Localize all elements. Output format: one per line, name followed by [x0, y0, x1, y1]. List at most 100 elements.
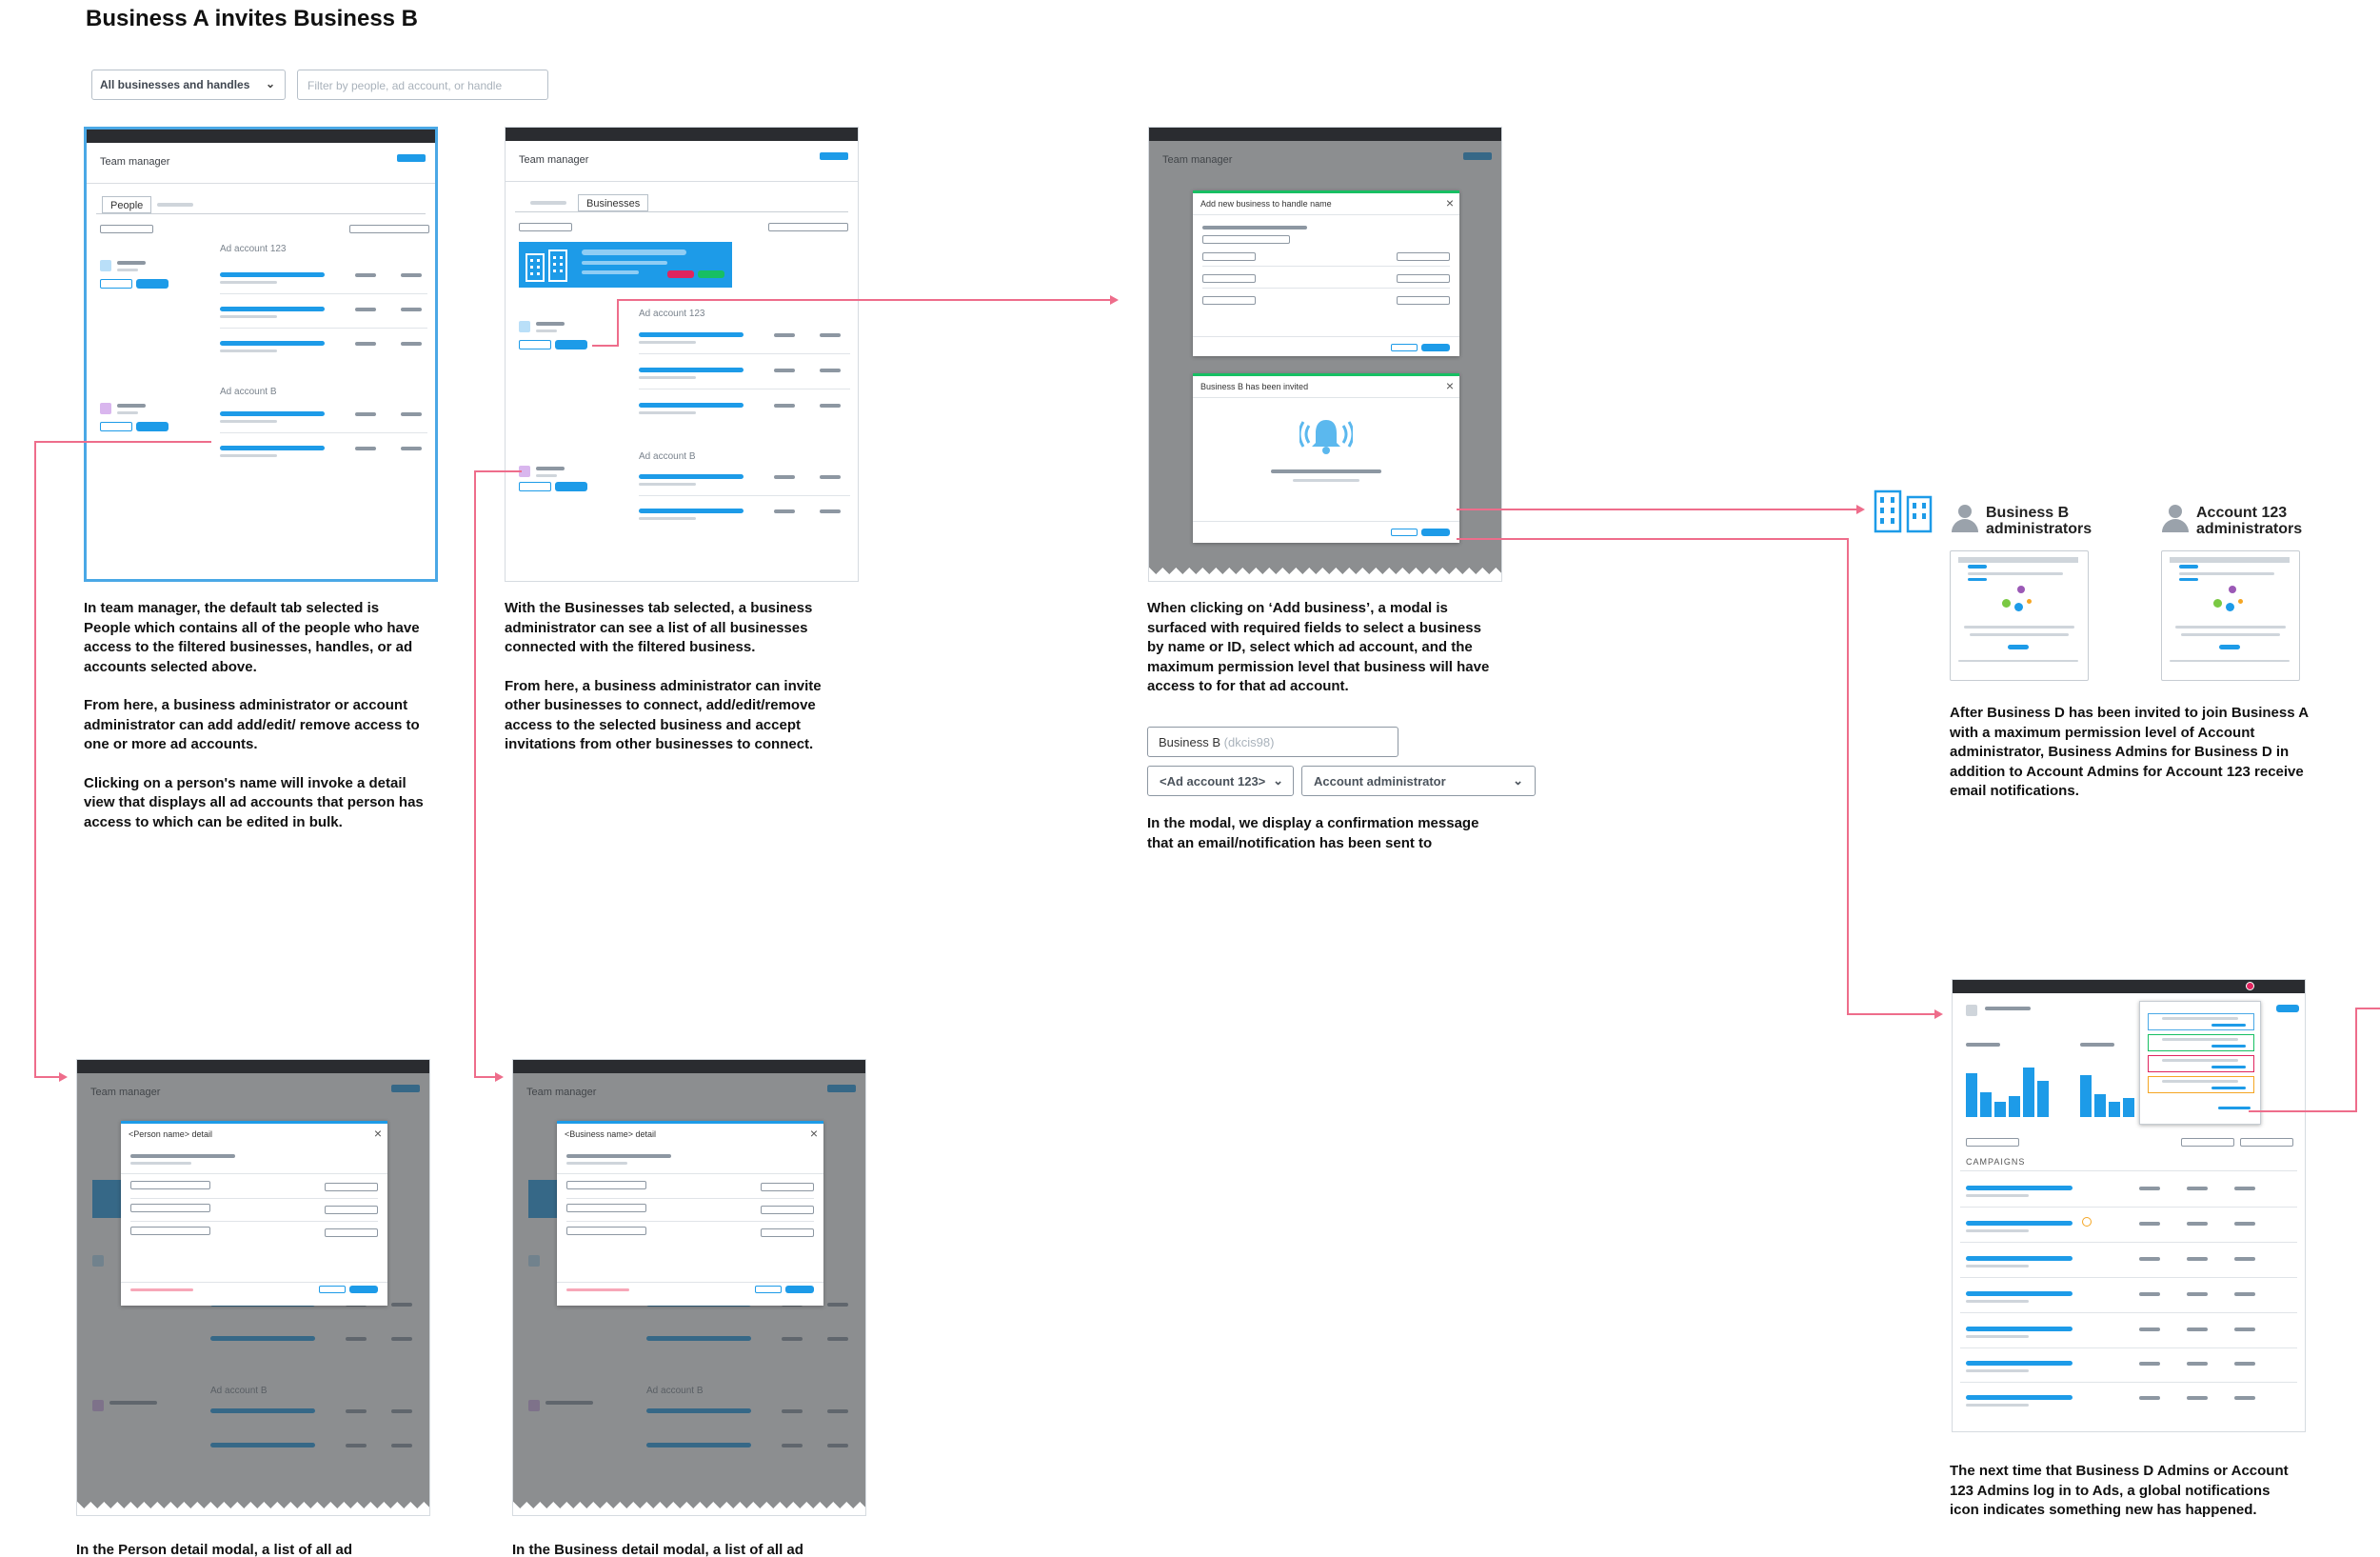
permission-select[interactable] — [1397, 252, 1450, 261]
business-name[interactable] — [536, 467, 565, 470]
add-business-button[interactable] — [820, 152, 848, 160]
campaign-row[interactable] — [1966, 1291, 2073, 1296]
email-cta-button[interactable] — [2219, 645, 2240, 649]
permission-select[interactable] — [761, 1183, 814, 1191]
ad-account-select[interactable] — [1202, 252, 1256, 261]
ad-account-field[interactable] — [566, 1227, 646, 1235]
close-icon[interactable]: × — [373, 1126, 382, 1141]
email-cta-button[interactable] — [2008, 645, 2029, 649]
cancel-button[interactable] — [1391, 529, 1418, 536]
invite-button[interactable] — [1421, 344, 1450, 351]
edit-button[interactable] — [100, 279, 132, 289]
ad-account-field[interactable] — [130, 1181, 210, 1189]
list-item[interactable] — [639, 403, 744, 408]
accept-button[interactable] — [698, 270, 724, 278]
campaign-row[interactable] — [1966, 1186, 2073, 1190]
permission-select[interactable] — [325, 1228, 378, 1237]
remove-access-link[interactable] — [566, 1288, 629, 1291]
tab-businesses-placeholder[interactable] — [157, 203, 193, 207]
cancel-button[interactable] — [319, 1286, 346, 1293]
ad-account-select[interactable] — [1202, 296, 1256, 305]
business-banner[interactable] — [519, 242, 732, 288]
list-item[interactable] — [639, 332, 744, 337]
date-range-select[interactable] — [1966, 1138, 2019, 1147]
notification-item[interactable] — [2148, 1034, 2254, 1051]
ad-account-select[interactable] — [1202, 274, 1256, 283]
cancel-button[interactable] — [1391, 344, 1418, 351]
ad-account-field[interactable] — [566, 1204, 646, 1212]
close-icon[interactable]: × — [809, 1126, 818, 1141]
permission-select[interactable] — [325, 1206, 378, 1214]
campaign-row[interactable] — [1966, 1361, 2073, 1366]
add-business-frame[interactable]: Team manager Add new business to handle … — [1148, 127, 1502, 582]
person-name[interactable] — [117, 261, 146, 265]
close-icon[interactable]: × — [1445, 195, 1454, 210]
add-access-button[interactable] — [555, 482, 587, 491]
person-name[interactable] — [117, 404, 146, 408]
edit-button[interactable] — [100, 422, 132, 431]
list-item[interactable] — [220, 307, 325, 311]
business-name[interactable] — [536, 322, 565, 326]
close-icon[interactable]: × — [1445, 378, 1454, 393]
list-item[interactable] — [220, 446, 325, 450]
scope-select[interactable]: All businesses and handles⌄ — [91, 70, 286, 100]
business-name-input[interactable] — [1202, 235, 1290, 244]
edit-button[interactable] — [519, 482, 551, 491]
decline-button[interactable] — [667, 270, 694, 278]
email-notification-preview[interactable] — [1950, 550, 2089, 681]
campaign-row[interactable] — [1966, 1221, 2073, 1226]
save-button[interactable] — [785, 1286, 814, 1293]
permission-select[interactable] — [325, 1183, 378, 1191]
list-item[interactable] — [220, 272, 325, 277]
search-field[interactable] — [349, 225, 429, 233]
business-name-field[interactable]: Business B (dkcis98) — [1147, 727, 1398, 757]
notification-item[interactable] — [2148, 1055, 2254, 1072]
ad-account-field[interactable] — [566, 1181, 646, 1189]
done-button[interactable] — [1421, 529, 1450, 536]
permission-select[interactable] — [761, 1228, 814, 1237]
filter-dropdown[interactable] — [519, 223, 572, 231]
list-item[interactable] — [220, 411, 325, 416]
filter-select[interactable] — [2181, 1138, 2234, 1147]
notification-badge[interactable] — [2246, 982, 2254, 990]
ad-account-field[interactable] — [130, 1227, 210, 1235]
notification-link[interactable] — [2211, 1045, 2246, 1048]
person-detail-modal[interactable]: <Person name> detail × — [121, 1121, 387, 1306]
cancel-button[interactable] — [755, 1286, 782, 1293]
list-item[interactable] — [639, 474, 744, 479]
list-item[interactable] — [639, 509, 744, 513]
permission-select[interactable] — [1397, 296, 1450, 305]
notification-item[interactable] — [2148, 1013, 2254, 1030]
view-all-link[interactable] — [2218, 1107, 2251, 1109]
notification-link[interactable] — [2211, 1066, 2246, 1068]
permission-select[interactable] — [1397, 274, 1450, 283]
campaign-row[interactable] — [1966, 1327, 2073, 1331]
notification-link[interactable] — [2211, 1087, 2246, 1089]
columns-select[interactable] — [2240, 1138, 2293, 1147]
notification-link[interactable] — [2211, 1024, 2246, 1027]
add-access-button[interactable] — [136, 422, 169, 431]
list-item[interactable] — [639, 368, 744, 372]
business-detail-frame[interactable]: Team manager Ad account B <Business name… — [512, 1059, 866, 1516]
businesses-tab-frame[interactable]: Team manager Businesses Ad account 123 A… — [505, 127, 859, 582]
business-detail-modal[interactable]: <Business name> detail × — [557, 1121, 823, 1306]
list-item[interactable] — [220, 341, 325, 346]
add-button[interactable] — [397, 154, 426, 162]
notification-item[interactable] — [2148, 1076, 2254, 1093]
permission-select[interactable]: Account administrator⌄ — [1301, 766, 1536, 796]
tab-people-placeholder[interactable] — [530, 201, 566, 205]
edit-button[interactable] — [519, 340, 551, 349]
tab-people[interactable]: People — [102, 196, 152, 213]
ads-dashboard-frame[interactable]: CAMPAIGNS — [1952, 979, 2306, 1432]
remove-access-link[interactable] — [130, 1288, 193, 1291]
ad-account-field[interactable] — [130, 1204, 210, 1212]
filter-search-input[interactable]: Filter by people, ad account, or handle — [297, 70, 548, 100]
search-field[interactable] — [768, 223, 848, 231]
save-button[interactable] — [349, 1286, 378, 1293]
permission-select[interactable] — [761, 1206, 814, 1214]
campaign-row[interactable] — [1966, 1395, 2073, 1400]
add-access-button[interactable] — [555, 340, 587, 349]
add-access-button[interactable] — [136, 279, 169, 289]
invited-confirmation-modal[interactable]: Business B has been invited × — [1193, 373, 1459, 543]
add-business-modal[interactable]: Add new business to handle name × — [1193, 190, 1459, 356]
